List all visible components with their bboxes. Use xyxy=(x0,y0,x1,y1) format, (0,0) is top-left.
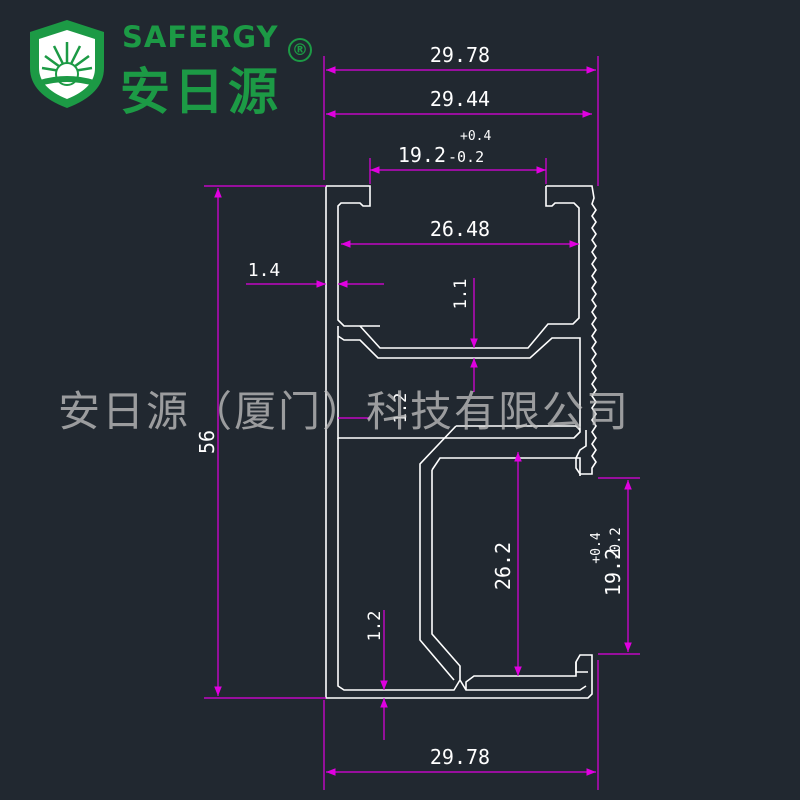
label-side-slot-minus: -0.2 xyxy=(608,527,624,561)
label-top-slot: 19.2 xyxy=(398,143,446,167)
company-watermark: 安日源（厦门）科技有限公司 xyxy=(58,387,631,436)
label-top-slot-plus: +0.4 xyxy=(460,129,491,144)
label-inner-cavity: 26.2 xyxy=(491,542,515,590)
label-wall-1: 1.4 xyxy=(248,260,281,281)
label-floor: 1.1 xyxy=(451,279,471,310)
dimensions xyxy=(204,56,640,790)
serrated-edge xyxy=(546,185,597,475)
label-height: 56 xyxy=(195,430,219,454)
label-top-slot-minus: -0.2 xyxy=(448,148,484,166)
inner-slot xyxy=(431,457,581,476)
label-side-slot: 19.2 xyxy=(601,548,625,596)
safergy-logo-icon xyxy=(30,20,104,108)
label-middle-wall: 1.2 xyxy=(391,393,411,424)
lower-channel xyxy=(337,425,587,691)
label-cavity: 26.48 xyxy=(430,217,490,241)
brand-name-cn: 安日源 xyxy=(120,63,282,121)
label-side-slot-plus: +0.4 xyxy=(589,532,604,563)
bottom-hook xyxy=(465,662,577,690)
label-top-inner: 29.44 xyxy=(430,87,490,111)
upper-cavity xyxy=(337,186,581,439)
label-bottom-overall: 29.78 xyxy=(430,745,490,769)
registered-mark: ® xyxy=(288,38,312,62)
label-bottom-wall: 1.2 xyxy=(365,611,385,642)
label-top-overall: 29.78 xyxy=(430,43,490,67)
brand-name-en: SAFERGY xyxy=(122,20,279,54)
profile-outline xyxy=(325,185,597,699)
